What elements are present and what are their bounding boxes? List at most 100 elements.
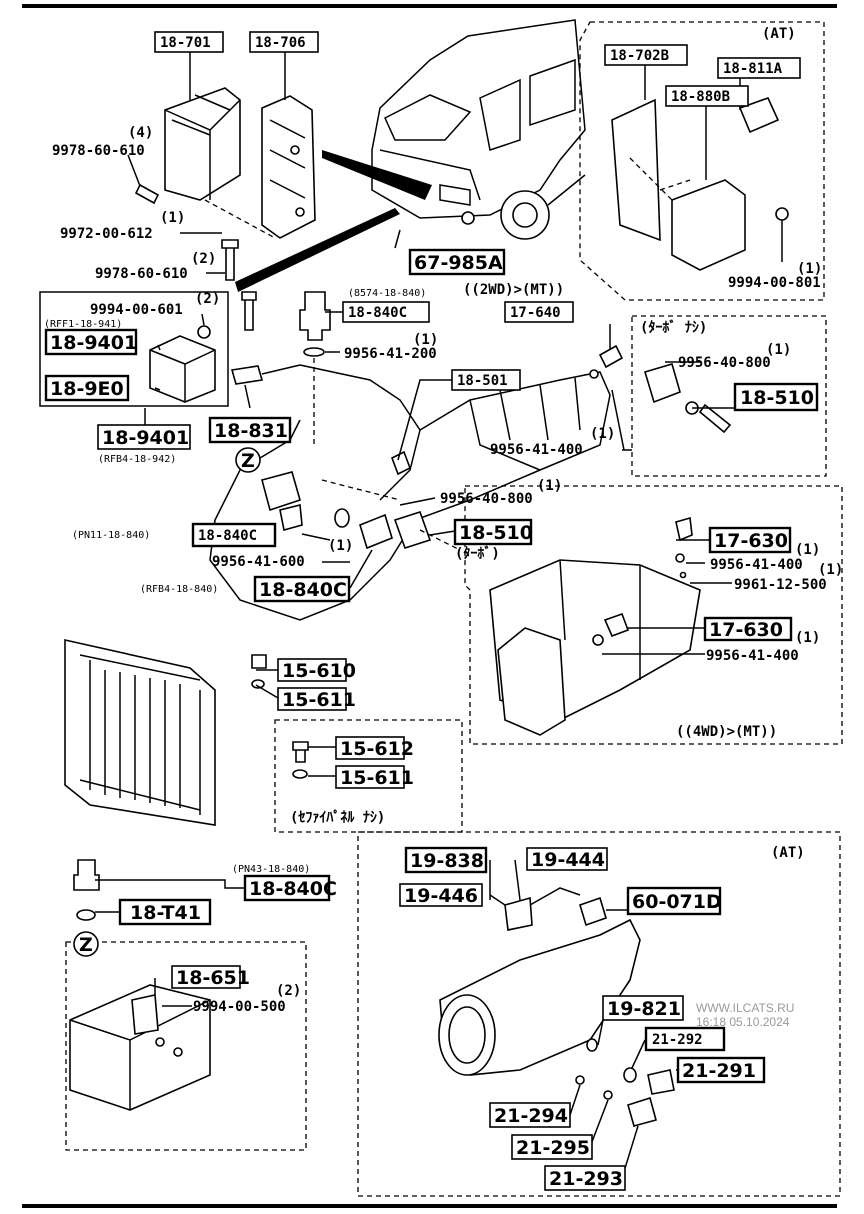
num-9956-41-400-b: 9956-41-400 — [710, 557, 803, 573]
label-18-651: 18-651 — [176, 967, 250, 989]
sensor-17-630-a — [675, 516, 693, 542]
label-18-501: 18-501 — [457, 373, 508, 389]
num-9994-00-801: 9994-00-801 — [728, 275, 821, 291]
screw-9978-top — [134, 183, 160, 205]
num-8574-18-840: (8574-18-840) — [348, 288, 426, 299]
ecu-18-701 — [164, 87, 241, 201]
switch-21-291 — [647, 1069, 675, 1095]
label-15-610: 15-610 — [282, 660, 356, 682]
qty-9956-40-800-a: (1) — [766, 342, 791, 358]
label-18-9e0: 18-9E0 — [50, 378, 124, 400]
bolt-9978-mid — [241, 291, 257, 331]
bracket-18-706 — [261, 95, 316, 239]
num-9956-41-600: 9956-41-600 — [212, 554, 305, 570]
label-60-071d: 60-071D — [632, 891, 722, 913]
num-9956-41-200: 9956-41-200 — [344, 346, 437, 362]
label-21-294: 21-294 — [494, 1105, 568, 1127]
panel-title-no-sepanel: (ｾﾌｧｲﾊﾟﾈﾙ ﾅｼ) — [290, 809, 385, 826]
sensor-18-840c-a — [299, 291, 331, 341]
label-15-611-b: 15-611 — [340, 767, 414, 789]
unit-18-880b — [671, 179, 746, 271]
label-18-9401-bottom: 18-9401 — [102, 427, 189, 449]
qty-9978-mid: (2) — [191, 251, 216, 267]
num-9972-00-612: 9972-00-612 — [60, 226, 153, 242]
z-marker-1: Z — [235, 447, 261, 473]
label-18-702b: 18-702B — [610, 48, 669, 64]
switch-21-293 — [627, 1096, 657, 1127]
label-18-510-b: 18-510 — [459, 522, 533, 544]
label-18-811a: 18-811A — [723, 61, 783, 77]
label-18-840c-c: 18-840C — [259, 579, 347, 601]
label-19-838: 19-838 — [410, 850, 484, 872]
label-21-293: 21-293 — [549, 1168, 623, 1190]
plug-15-612 — [292, 741, 309, 763]
label-19-446: 19-446 — [404, 885, 478, 907]
label-18-880b: 18-880B — [671, 89, 730, 105]
leader-wedge-2 — [235, 208, 400, 292]
label-15-612: 15-612 — [340, 738, 414, 760]
label-18-840c-b: 18-840C — [198, 528, 257, 544]
num-rfb4-18-840: (RFB4-18-840) — [140, 584, 218, 595]
transmission-4wd — [489, 559, 701, 736]
num-9956-40-800-b: 9956-40-800 — [440, 491, 533, 507]
z-marker-label-2: Z — [79, 934, 93, 956]
num-9956-41-400-a: 9956-41-400 — [490, 442, 583, 458]
switch-18-510-a — [644, 363, 681, 404]
dash-ecu-bracket — [204, 199, 276, 239]
num-9978-60-610-top: 9978-60-610 — [52, 143, 145, 159]
qty-9994-801: (1) — [797, 261, 822, 277]
sensor-18-831 — [230, 365, 264, 385]
num-9994-00-601: 9994-00-601 — [90, 302, 183, 318]
qty-9956-41-400-b: (1) — [795, 542, 820, 558]
num-9956-41-400-c: 9956-41-400 — [706, 648, 799, 664]
transmission-at — [438, 918, 641, 1076]
qty-9972: (1) — [160, 210, 185, 226]
switch-18-510-b — [393, 511, 432, 549]
label-17-630-a: 17-630 — [714, 530, 788, 552]
label-18-701: 18-701 — [160, 35, 211, 51]
z-marker-label-1: Z — [241, 450, 255, 472]
num-9956-40-800-a: 9956-40-800 — [678, 355, 771, 371]
panel-at-top — [579, 21, 825, 301]
num-rfb4-18-942: (RFB4-18-942) — [98, 454, 176, 465]
qty-9956-41-600: (1) — [328, 538, 353, 554]
qty-9994-00-500: (2) — [276, 983, 301, 999]
panel-title-at-top: (AT) — [762, 26, 796, 42]
num-9961-12-500: 9961-12-500 — [734, 577, 827, 593]
bottom-rule — [22, 1204, 837, 1208]
leader-lines — [95, 52, 783, 1179]
num-pn11-18-840: (PN11-18-840) — [72, 530, 150, 541]
label-21-295: 21-295 — [516, 1137, 590, 1159]
radiator — [64, 639, 216, 826]
label-19-821: 19-821 — [607, 998, 681, 1020]
label-17-630-b: 17-630 — [709, 619, 783, 641]
switch-18-501 — [390, 450, 412, 476]
switch-18-840c-c — [359, 513, 393, 550]
panel-9401 — [39, 291, 229, 407]
bracket-18-702b — [611, 98, 661, 242]
label-18-t41: 18-T41 — [130, 902, 201, 924]
num-9994-00-500: 9994-00-500 — [193, 999, 286, 1015]
battery — [69, 984, 211, 1111]
z-marker-2: Z — [73, 931, 99, 957]
panel-no-turbo — [631, 315, 827, 477]
sensor-17-640 — [598, 344, 624, 369]
qty-9956-41-200: (1) — [413, 332, 438, 348]
panel-at-bottom — [357, 831, 841, 1197]
panel-battery — [65, 941, 307, 1151]
qty-9956-41-400-a: (1) — [590, 426, 615, 442]
label-67-985a: 67-985A — [414, 252, 503, 274]
bracket-19-446 — [504, 896, 533, 931]
sensor-17-630-b — [603, 612, 630, 638]
relay-18-811a — [738, 96, 780, 134]
qty-9956-40-800-b: (1) — [537, 478, 562, 494]
label-18-831: 18-831 — [214, 420, 288, 442]
label-17-640: 17-640 — [510, 305, 561, 321]
qty-9961-12-500: (1) — [818, 562, 843, 578]
switch-60-071d — [579, 896, 607, 927]
panel-title-2wd-mt: ((2WD)>(MT)) — [463, 282, 564, 298]
label-18-840c-a: 18-840C — [348, 305, 407, 321]
number-labels: (4) 9978-60-610 (1) 9972-00-612 (2) 9978… — [44, 26, 843, 1029]
watermark-site: WWW.ILCATS.RU — [696, 1001, 794, 1015]
